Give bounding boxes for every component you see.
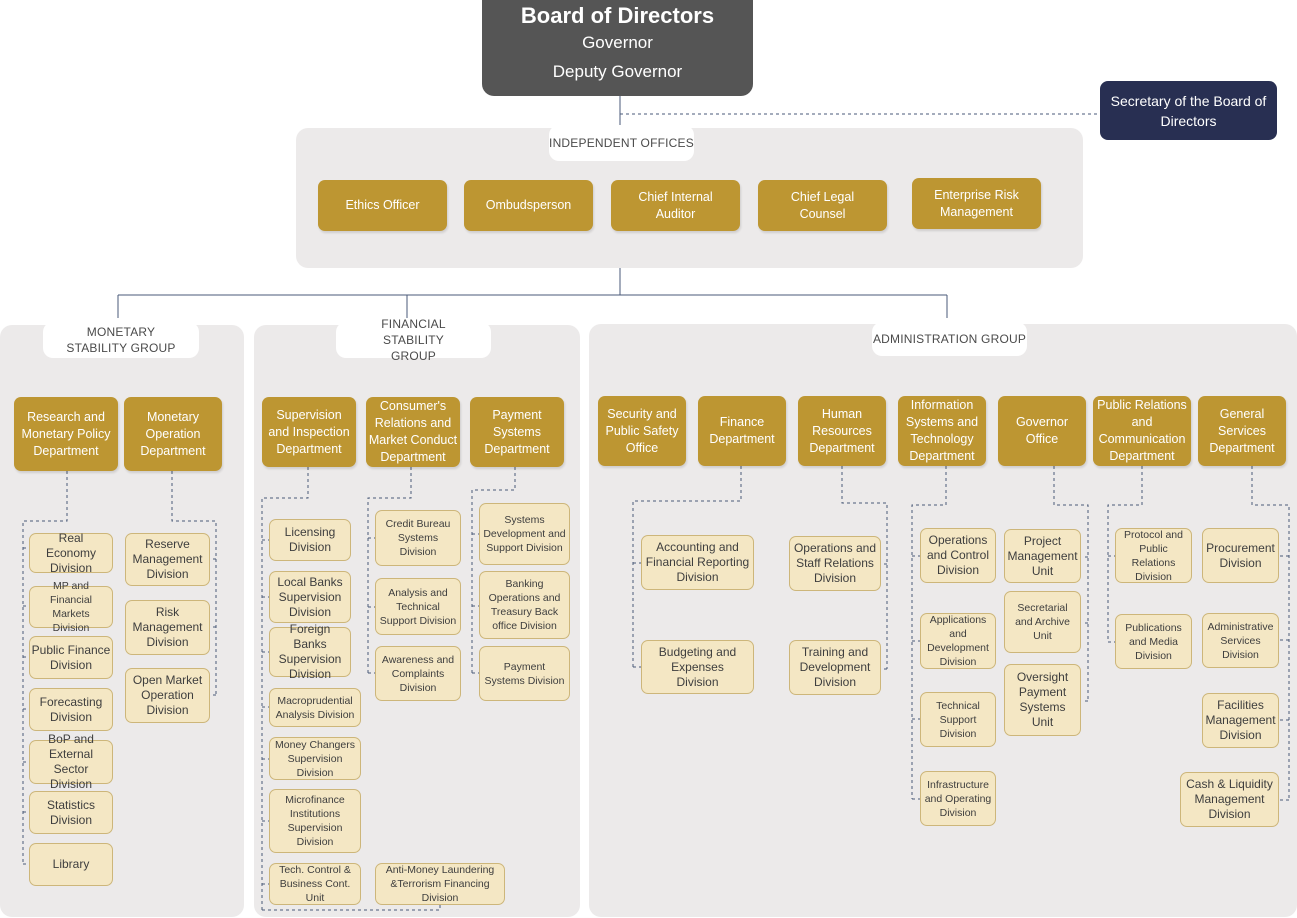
budgeting-expenses-division-box: Budgeting and Expenses Division (641, 640, 754, 694)
accounting-financial-reporting-division-box: Accounting and Financial Reporting Divis… (641, 535, 754, 590)
analysis-technical-support-division-box: Analysis and Technical Support Division (375, 578, 461, 635)
operations-control-division-box: Operations and Control Division (920, 528, 996, 583)
licensing-division-box: Licensing Division (269, 519, 351, 561)
security-public-safety-office-box: Security and Public Safety Office (598, 396, 686, 466)
public-finance-division-box: Public Finance Division (29, 636, 113, 679)
secretary-box: Secretary of the Board of Directors (1100, 81, 1277, 140)
general-services-department-box: General Services Department (1198, 396, 1286, 466)
monetary-stability-label: MONETARY STABILITY GROUP (43, 322, 199, 358)
local-banks-supervision-division-box: Local Banks Supervision Division (269, 571, 351, 623)
operations-staff-relations-division-box: Operations and Staff Relations Division (789, 536, 881, 591)
open-market-operation-division-box: Open Market Operation Division (125, 668, 210, 723)
macroprudential-analysis-division-box: Macroprudential Analysis Division (269, 688, 361, 727)
administrative-services-division-box: Administrative Services Division (1202, 613, 1279, 668)
money-changers-supervision-division-box: Money Changers Supervision Division (269, 737, 361, 780)
technical-support-division-box: Technical Support Division (920, 692, 996, 747)
anti-money-laundering-division-box: Anti-Money Laundering &Terrorism Financi… (375, 863, 505, 905)
library-box: Library (29, 843, 113, 886)
supervision-department-box: Supervision and Inspection Department (262, 397, 356, 467)
statistics-division-box: Statistics Division (29, 791, 113, 834)
forecasting-division-box: Forecasting Division (29, 688, 113, 731)
awareness-complaints-division-box: Awareness and Complaints Division (375, 646, 461, 701)
chief-legal-counsel-box: Chief Legal Counsel (758, 180, 887, 231)
governor-office-box: Governor Office (998, 396, 1086, 466)
foreign-banks-supervision-division-box: Foreign Banks Supervision Division (269, 622, 351, 681)
banking-operations-treasury-division-box: Banking Operations and Treasury Back off… (479, 571, 570, 639)
risk-management-division-box: Risk Management Division (125, 600, 210, 655)
independent-offices-label: INDEPENDENT OFFICES (549, 125, 694, 161)
tech-control-business-cont-unit-box: Tech. Control & Business Cont. Unit (269, 863, 361, 905)
research-department-box: Research and Monetary Policy Department (14, 397, 118, 471)
project-management-unit-box: Project Management Unit (1004, 529, 1081, 583)
bop-external-sector-division-box: BoP and External Sector Division (29, 732, 113, 791)
finance-department-box: Finance Department (698, 396, 786, 466)
cash-liquidity-management-division-box: Cash & Liquidity Management Division (1180, 772, 1279, 827)
chief-internal-auditor-box: Chief Internal Auditor (611, 180, 740, 231)
deputy-governor-label: Deputy Governor (552, 62, 683, 81)
real-economy-division-box: Real Economy Division (29, 531, 113, 575)
applications-development-division-box: Applications and Development Division (920, 613, 996, 669)
administration-label: ADMINISTRATION GROUP (872, 322, 1027, 356)
secretarial-archive-unit-box: Secretarial and Archive Unit (1004, 591, 1081, 653)
procurement-division-box: Procurement Division (1202, 528, 1279, 583)
information-systems-technology-department-box: Information Systems and Technology Depar… (898, 396, 986, 466)
mp-financial-markets-division-box: MP and Financial Markets Division (29, 580, 113, 634)
publications-media-division-box: Publications and Media Division (1115, 614, 1192, 669)
systems-development-support-division-box: Systems Development and Support Division (479, 503, 570, 565)
training-development-division-box: Training and Development Division (789, 640, 881, 695)
public-relations-department-box: Public Relations and Communication Depar… (1093, 396, 1191, 466)
monetary-operation-department-box: Monetary Operation Department (124, 397, 222, 471)
financial-stability-label: FINANCIAL STABILITY GROUP (336, 317, 491, 363)
payment-systems-division-box: Payment Systems Division (479, 646, 570, 701)
credit-bureau-systems-division-box: Credit Bureau Systems Division (375, 510, 461, 566)
microfinance-supervision-division-box: Microfinance Institutions Supervision Di… (269, 789, 361, 853)
enterprise-risk-management-box: Enterprise Risk Management (912, 178, 1041, 229)
consumer-relations-department-box: Consumer's Relations and Market Conduct … (366, 397, 460, 467)
facilities-management-division-box: Facilities Management Division (1202, 693, 1279, 748)
board-title: Board of Directors (520, 3, 715, 28)
protocol-public-relations-division-box: Protocol and Public Relations Division (1115, 528, 1192, 583)
oversight-payment-systems-unit-box: Oversight Payment Systems Unit (1004, 664, 1081, 736)
ethics-officer-box: Ethics Officer (318, 180, 447, 231)
infrastructure-operating-division-box: Infrastructure and Operating Division (920, 771, 996, 826)
reserve-management-division-box: Reserve Management Division (125, 533, 210, 586)
governor-label: Governor (582, 33, 653, 52)
board-of-directors-box: Board of Directors Governor Deputy Gover… (482, 0, 753, 96)
human-resources-department-box: Human Resources Department (798, 396, 886, 466)
payment-systems-department-box: Payment Systems Department (470, 397, 564, 467)
ombudsperson-box: Ombudsperson (464, 180, 593, 231)
